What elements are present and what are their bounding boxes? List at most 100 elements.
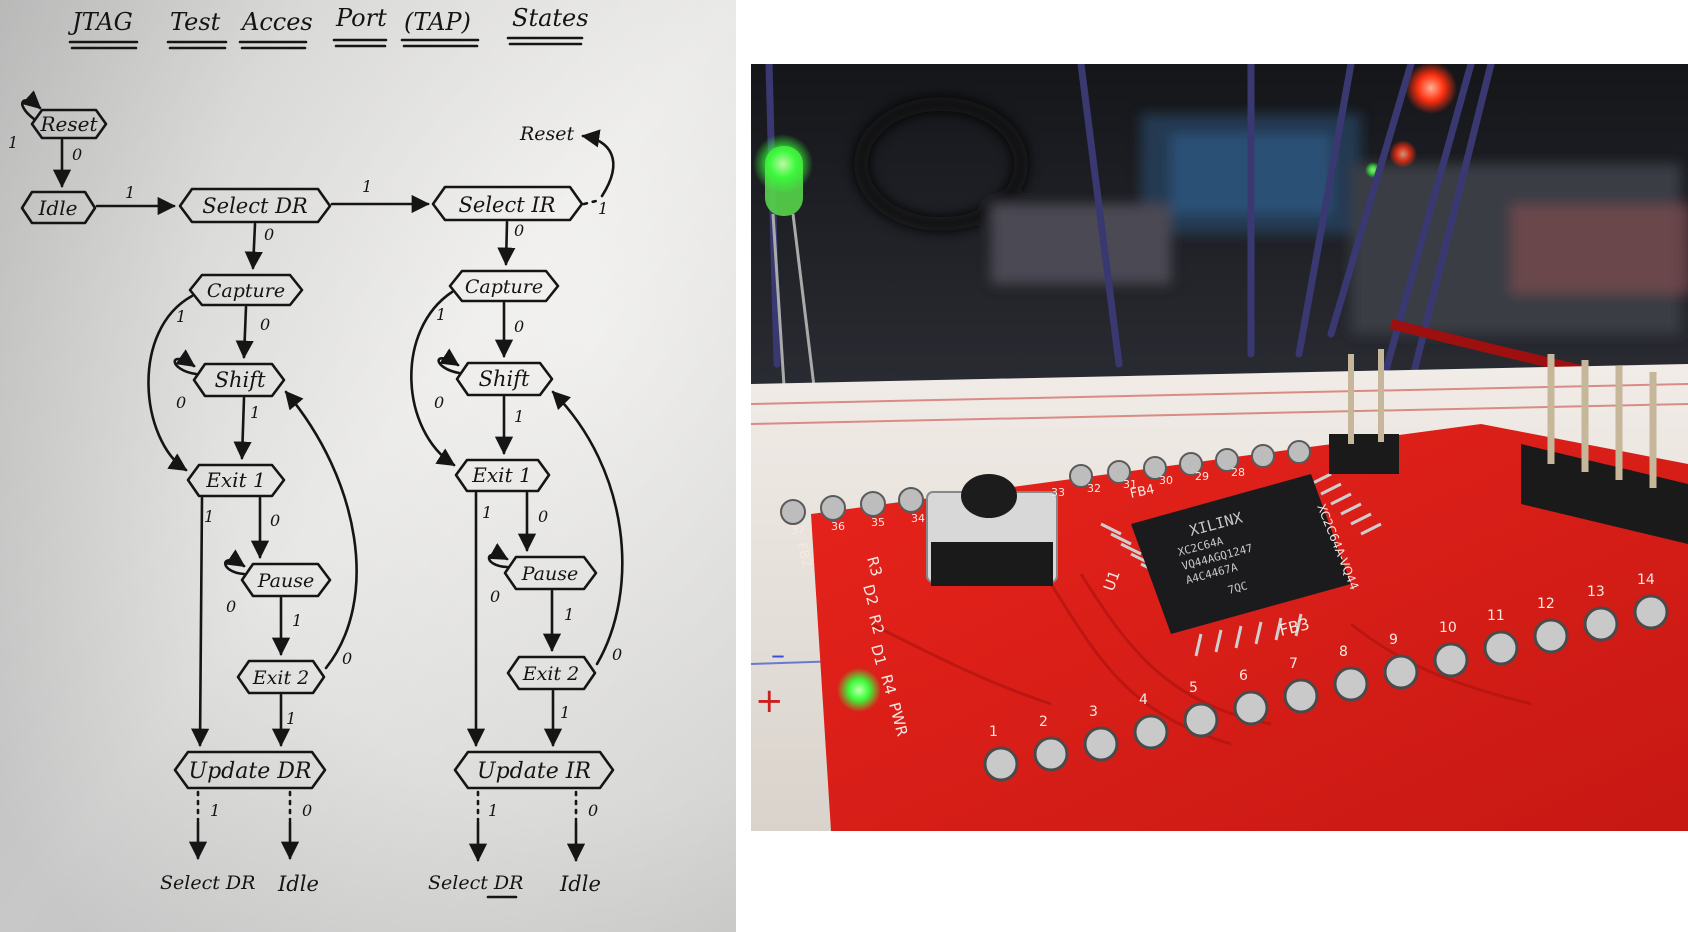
target-idle-ir: Idle [559,872,601,896]
edge-label: 0 [270,511,280,530]
edge-label: 1 [362,177,372,196]
pin-label: 1 [989,724,998,740]
rail-minus-label: – [771,638,785,671]
state-reset: Reset [39,112,98,136]
edge-label: 0 [302,801,312,820]
pin-label: 28 [1231,466,1245,479]
edge-label: 1 [482,503,492,522]
pin-label: 13 [1587,584,1605,600]
green-led [753,134,823,465]
edge-label: 0 [538,507,548,526]
pin-label: 2 [1039,714,1048,730]
state-update-dr: Update DR [189,759,312,784]
pin-label: 32 [1087,482,1101,495]
pin-label: 14 [1637,572,1655,588]
pin-label: 35 [871,516,885,529]
silk-u1: U1 [1100,568,1124,593]
edge-label: 1 [436,305,446,324]
rail-plus-label: + [755,681,784,721]
state-exit1-dr: Exit 1 [205,468,265,492]
pin-label: 8 [1339,644,1348,660]
edge-label: 0 [514,221,524,240]
pin-label: 36 [831,520,845,533]
pin-label: 4 [1139,692,1148,708]
pin-label: 11 [1487,608,1505,624]
pin-label: 30 [1159,474,1173,487]
target-idle: Idle [277,872,319,896]
edge-label: 0 [342,649,352,668]
state-diagram: JTAG Test Acces Port (TAP) States Reset … [0,0,736,932]
state-shift-dr: Shift [215,368,266,392]
edge-label: 1 [8,133,18,152]
state-exit1-ir: Exit 1 [471,463,531,487]
edge-label: 0 [612,645,622,664]
pin-label: 9 [1389,632,1398,648]
silk-r4: R4 [877,672,900,696]
title-word-4: Port [335,4,387,32]
target-select-dr-ir: Select DR [428,872,523,894]
title-word-6: States [512,4,589,32]
push-button [926,474,1058,586]
target-select-dr: Select DR [160,872,255,894]
state-capture-dr: Capture [207,280,285,302]
jtag-sketch: JTAG Test Acces Port (TAP) States Reset … [0,0,736,932]
edge-label: 0 [588,801,598,820]
states: Reset Idle Select DR Select IR Capture S… [20,108,615,790]
state-select-dr: Select DR [202,194,308,218]
edge-label: 1 [488,801,498,820]
silk-r3: R3 [863,554,886,578]
title-word-3: Acces [240,8,313,36]
edge-label: 0 [72,145,82,164]
pin-label: 6 [1239,668,1248,684]
pin-label: 7 [1289,656,1298,672]
pin-label: 3 [1089,704,1098,720]
title-word-1: JTAG [67,8,133,36]
edge-label: 1 [514,407,524,426]
target-reset: Reset [519,123,575,145]
pin-label: 10 [1439,620,1457,636]
pin-label: 33 [1051,486,1065,499]
chip-line: 7QC [1226,579,1249,597]
silk-d1: D1 [867,642,890,667]
state-exit2-dr: Exit 2 [252,667,309,689]
title-word-5: (TAP) [404,8,471,36]
state-pause-dr: Pause [257,570,315,592]
pin-label: 5 [1189,680,1198,696]
edge-label: 0 [264,225,274,244]
state-idle: Idle [38,196,78,220]
edge-label: 0 [490,587,500,606]
blurred-background [854,97,1688,334]
silk-r2: R2 [865,612,888,636]
pin-label: 31 [1123,478,1137,491]
diagram-title: JTAG Test Acces Port (TAP) States [67,4,589,50]
silk-fb2: FB2 [793,541,814,569]
state-select-ir: Select IR [459,193,556,217]
edge-label: 1 [125,183,135,202]
edge-label: 1 [250,403,260,422]
board-photo: – + [751,64,1688,831]
target-labels: Reset Select DR Idle Select DR Idle [160,123,601,899]
top-pin-row [780,440,1311,525]
edge-label: 1 [598,199,608,218]
silk-fb4: FB4 [1129,482,1156,502]
state-pause-ir: Pause [521,563,579,585]
red-indicator-light [1405,64,1457,114]
red-indicator-light [1389,140,1417,168]
cpld-breakout-board: XILINX XC2C64A VQ44AGQ1247 A4C4467A 7QC … [780,349,1688,831]
pin-label: 12 [1537,596,1555,612]
header-pins [1329,349,1688,544]
silk-d2: D2 [859,582,882,607]
edge-label: 1 [210,801,220,820]
pin-label: 34 [911,512,925,525]
state-capture-ir: Capture [465,276,543,298]
edge-label: 1 [204,507,214,526]
edge-label: 1 [176,307,186,326]
edge-label: 0 [514,317,524,336]
bottom-pin-row [983,594,1669,782]
title-word-2: Test [170,8,221,36]
edge-label: 0 [434,393,444,412]
edge-label: 1 [286,709,296,728]
pin-label: 37 [791,524,805,537]
edge-label: 1 [560,703,570,722]
edge-label: 0 [260,315,270,334]
